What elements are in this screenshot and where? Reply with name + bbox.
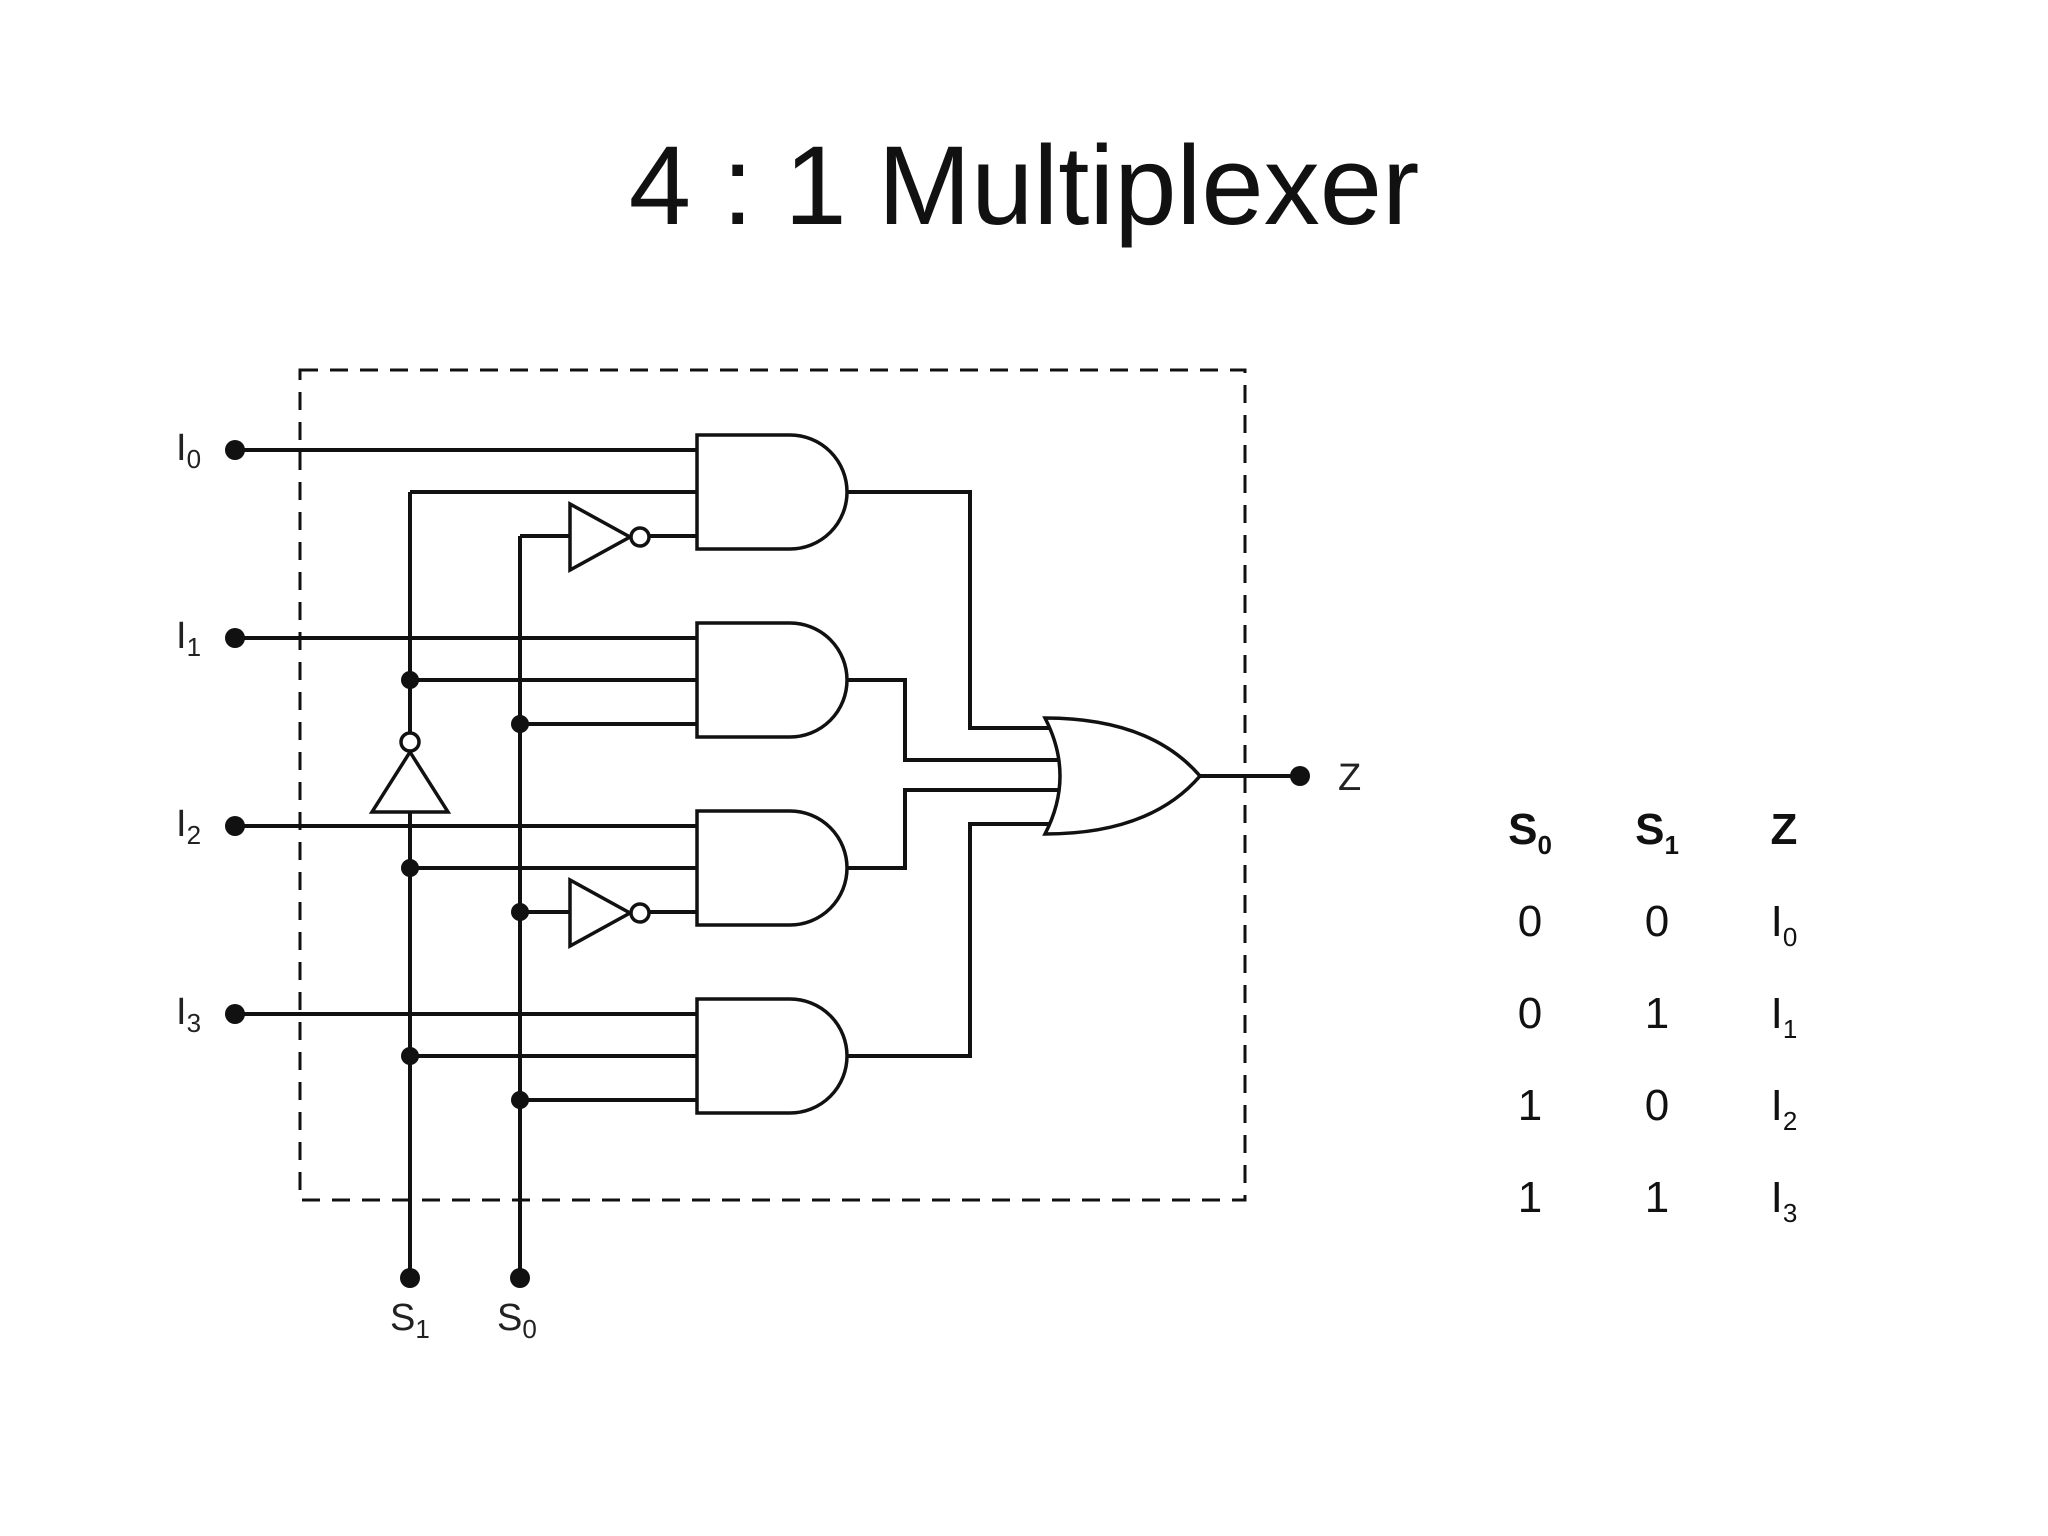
not-gate-s0-bottom: [568, 877, 651, 949]
truth-table-row: 1 0 I2: [1490, 1076, 1890, 1136]
cell-z: I2: [1770, 1081, 1798, 1136]
cell-s0: 0: [1517, 989, 1543, 1038]
input-label-i2: I2: [176, 803, 201, 850]
cell-s1: 0: [1644, 897, 1670, 946]
truth-table-row: 0 1 I1: [1490, 984, 1890, 1044]
and-to-or-wires: [847, 490, 1058, 1058]
input-label-i1: I1: [176, 615, 201, 662]
truth-table-row: 0 0 I0: [1490, 892, 1890, 952]
and-gate-0: [695, 433, 849, 551]
cell-s0: 0: [1517, 897, 1543, 946]
and-gate-2: [695, 809, 849, 927]
header-s0: S0: [1508, 805, 1552, 860]
not-gate-s0-top: [568, 501, 651, 573]
select-label-s0: S0: [497, 1297, 537, 1344]
cell-z: I1: [1770, 989, 1798, 1044]
cell-z: I3: [1770, 1173, 1798, 1228]
s1-select-wires: [408, 490, 697, 1278]
cell-s1: 1: [1644, 989, 1670, 1038]
input-wires: [235, 448, 697, 1016]
output-label-z: Z: [1338, 757, 1361, 799]
junction-dots: [225, 440, 1310, 1288]
header-z: Z: [1770, 805, 1798, 854]
input-label-i0: I0: [176, 427, 201, 474]
cell-z: I0: [1770, 897, 1798, 952]
cell-s0: 1: [1517, 1173, 1543, 1222]
input-label-i3: I3: [176, 991, 201, 1038]
or-gate: [1042, 716, 1203, 836]
cell-s0: 1: [1517, 1081, 1543, 1130]
cell-s1: 0: [1644, 1081, 1670, 1130]
mux-boundary-box: [298, 368, 1247, 1202]
slide-title: 4 : 1 Multiplexer: [628, 123, 1420, 248]
truth-table-header: S0 S1 Z: [1490, 800, 1890, 860]
not-gate-s1: [368, 731, 452, 814]
and-gate-3: [695, 997, 849, 1115]
select-label-s1: S1: [390, 1297, 430, 1344]
header-s1: S1: [1635, 805, 1679, 860]
truth-table-row: 1 1 I3: [1490, 1168, 1890, 1228]
cell-s1: 1: [1644, 1173, 1670, 1222]
and-gate-1: [695, 621, 849, 739]
